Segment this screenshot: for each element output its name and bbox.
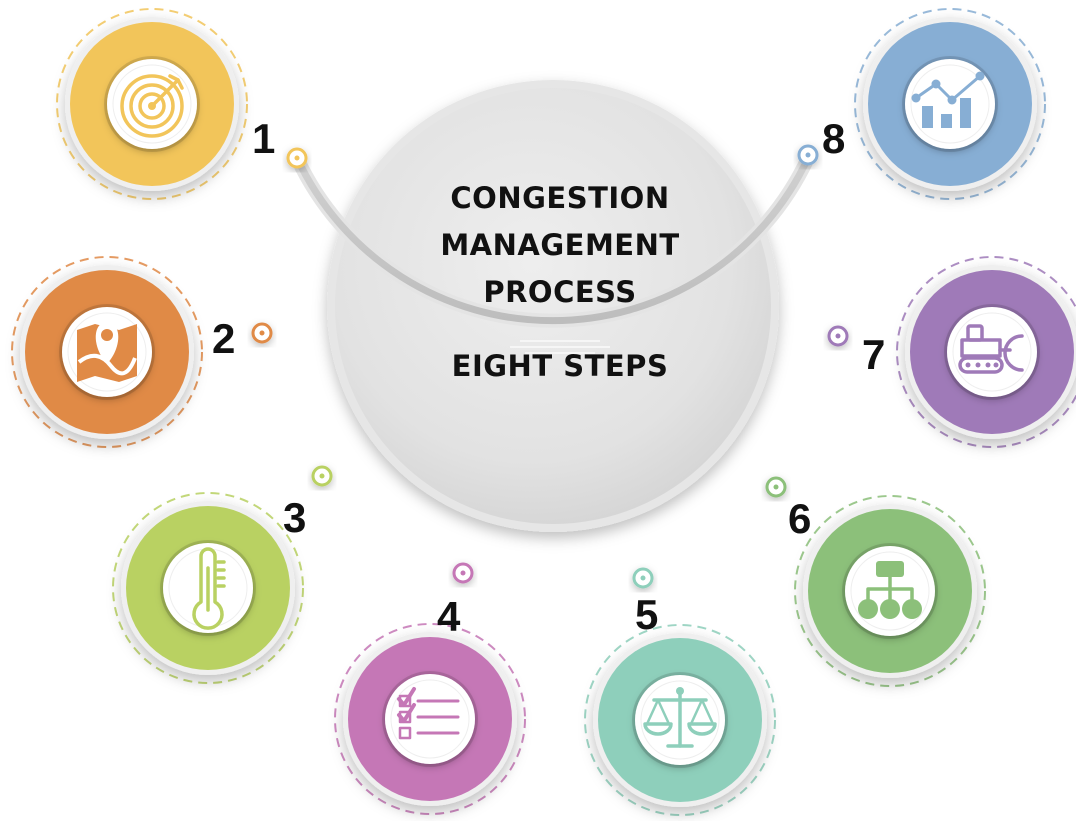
- center-title-line-2: MANAGEMENT: [440, 228, 680, 262]
- connector-dot-8: [797, 144, 819, 166]
- connector-dot-7: [827, 325, 849, 347]
- step-8-disc: [854, 8, 1046, 200]
- step-number-1: 1: [252, 115, 276, 162]
- step-1-disc: [56, 8, 248, 200]
- center-subtitle: EIGHT STEPS: [451, 349, 669, 383]
- trend-chart-icon: [911, 71, 985, 128]
- center-title-line-1: CONGESTION: [450, 181, 670, 215]
- connector-dot-3: [311, 465, 333, 487]
- step-3-disc: [112, 492, 304, 684]
- center-disc: [327, 80, 779, 532]
- step-5-disc: [584, 624, 776, 816]
- center-divider: [520, 340, 600, 342]
- connector-dot-4: [452, 562, 474, 584]
- step-number-7: 7: [862, 331, 886, 378]
- connector-dot-6: [765, 476, 787, 498]
- map-pin-icon: [77, 322, 137, 382]
- step-number-4: 4: [437, 593, 461, 640]
- hierarchy-icon: [858, 561, 922, 619]
- checklist-icon: [397, 687, 460, 740]
- step-4-disc: [334, 623, 526, 815]
- step-6-disc: [794, 495, 986, 687]
- step-number-3: 3: [283, 494, 307, 541]
- thermometer-icon: [192, 547, 226, 630]
- step-number-8: 8: [822, 115, 846, 162]
- step-number-5: 5: [635, 591, 659, 638]
- connector-dot-2: [251, 322, 273, 344]
- scales-icon: [643, 687, 717, 748]
- bulldozer-icon: [958, 324, 1024, 374]
- target-icon: [120, 74, 184, 138]
- center-title-line-3: PROCESS: [483, 275, 637, 309]
- connector-dot-5: [632, 567, 654, 589]
- connector-dot-1: [286, 147, 308, 169]
- step-number-6: 6: [788, 495, 812, 542]
- step-2-disc: [11, 256, 203, 448]
- center-text: CONGESTION MANAGEMENT PROCESS EIGHT STEP…: [370, 175, 750, 386]
- step-7-disc: [896, 256, 1076, 448]
- step-number-2: 2: [212, 315, 236, 362]
